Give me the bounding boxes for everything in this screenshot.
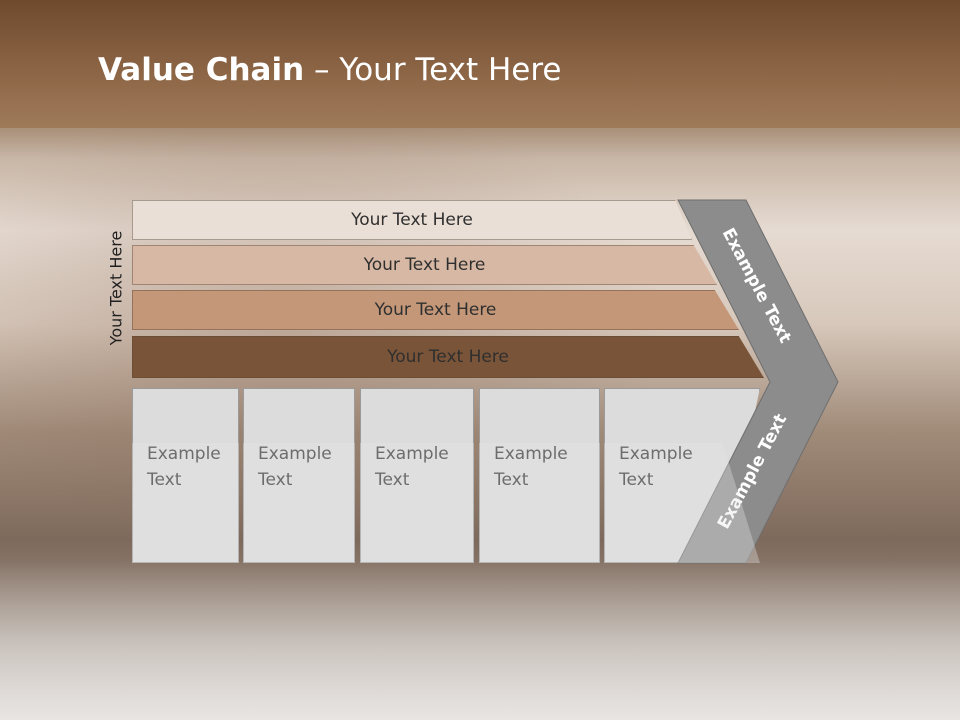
column-text: Text [258,470,293,490]
value-bar-4: Your Text Here [132,336,764,378]
column-text: Text [619,470,654,490]
column-text: Example [375,444,449,464]
title-banner [0,0,960,128]
slide-title: Value Chain – Your Text Here [98,52,562,88]
column-text: Example [619,444,693,464]
column-text: Text [147,470,182,490]
value-bar-1: Your Text Here [132,200,692,240]
bottom-fade [0,560,960,720]
column-text: Example [147,444,221,464]
value-bar-3: Your Text Here [132,290,739,330]
column-text: Example [494,444,568,464]
column-text: Example [258,444,332,464]
value-bar-2: Your Text Here [132,245,717,285]
column-text: Text [494,470,529,490]
column-text: Text [375,470,410,490]
